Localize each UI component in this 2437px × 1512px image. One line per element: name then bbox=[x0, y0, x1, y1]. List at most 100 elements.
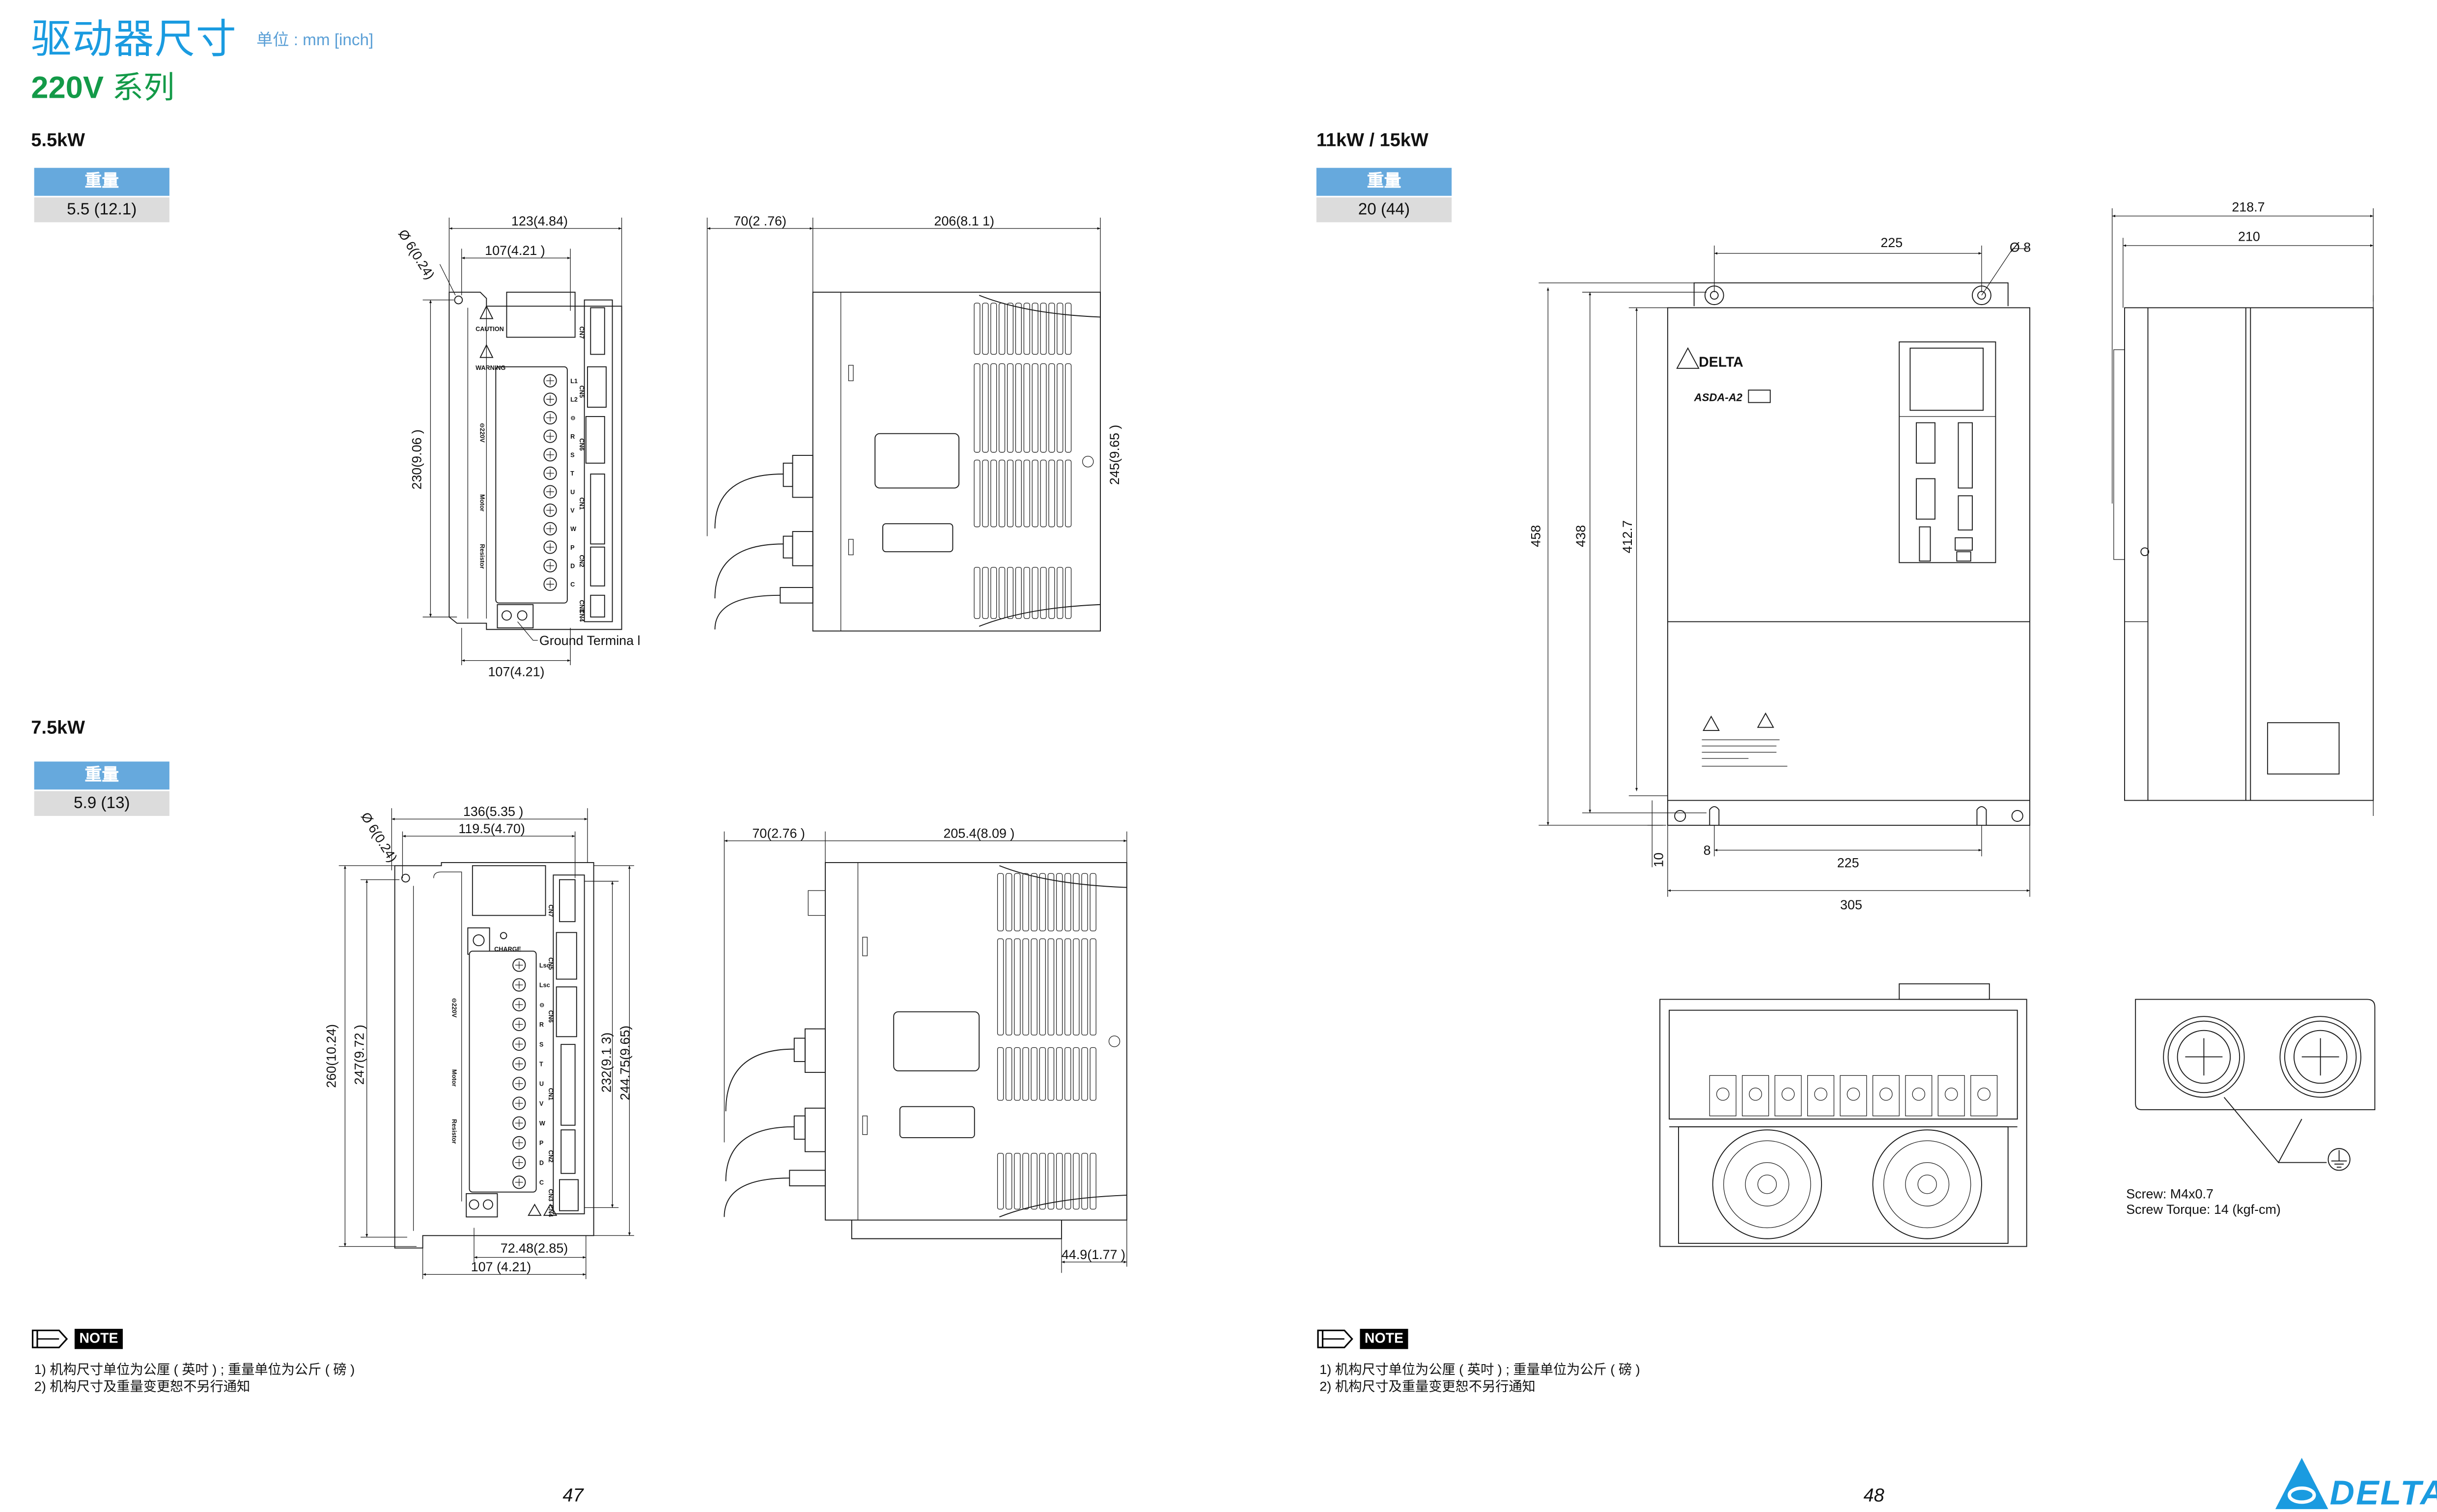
vent-slot bbox=[1048, 567, 1055, 619]
cooling-fan bbox=[1872, 1129, 1982, 1239]
power-terminal bbox=[1905, 1075, 1933, 1117]
vent-slot bbox=[1065, 459, 1072, 528]
screw-cross bbox=[546, 414, 554, 422]
terminal-screw bbox=[512, 1057, 526, 1071]
screw-cross bbox=[515, 1020, 523, 1029]
vent-slot bbox=[1014, 1152, 1021, 1210]
dim-hole-pitch-top: 225 bbox=[1880, 235, 1903, 250]
power-terminal bbox=[1709, 1075, 1737, 1117]
weight-table-11-15kw: 重量 20 (44) bbox=[1316, 168, 1452, 223]
screw-cross bbox=[515, 1139, 523, 1147]
dim-depth: 205.4(8.09 ) bbox=[943, 826, 1014, 840]
connector-label: CN1 bbox=[578, 497, 585, 509]
dim-height-body: 244.75(9.65) bbox=[617, 1026, 632, 1100]
vent-slot bbox=[1031, 1047, 1037, 1101]
connector-label: CN5 bbox=[547, 957, 554, 970]
terminal-label: C bbox=[539, 1179, 544, 1186]
note-label: NOTE bbox=[74, 1329, 123, 1349]
vent-slot bbox=[1040, 303, 1047, 355]
side-view-5-5kw: 70(2 .76) 206(8.1 1) 245(9.65 ) bbox=[706, 214, 1122, 632]
screw-cross bbox=[546, 561, 554, 570]
pencil-icon bbox=[31, 1329, 68, 1348]
vent-slot bbox=[997, 873, 1004, 931]
vent-slot bbox=[997, 1152, 1004, 1210]
terminal-label: ⊖ bbox=[570, 415, 576, 421]
terminal-screw bbox=[543, 577, 557, 591]
terminal-screw bbox=[512, 998, 526, 1011]
weight-value: 20 (44) bbox=[1316, 197, 1452, 223]
vent-slot bbox=[1022, 873, 1029, 931]
label-window bbox=[2267, 722, 2340, 775]
series-suffix: 系列 bbox=[104, 71, 175, 106]
vent-slot bbox=[1014, 938, 1021, 1036]
vent-slot bbox=[1047, 873, 1055, 931]
terminal-screw bbox=[543, 466, 557, 480]
vent-slot bbox=[982, 567, 989, 619]
ground-icon bbox=[2327, 1148, 2351, 1171]
note-label: NOTE bbox=[1360, 1329, 1408, 1349]
weight-value: 5.5 (12.1) bbox=[34, 197, 169, 223]
terminal-label: W bbox=[539, 1120, 545, 1127]
screw-cross bbox=[515, 1001, 523, 1009]
vent-slot bbox=[1056, 1152, 1063, 1210]
connector-label: CN7 bbox=[578, 326, 585, 338]
cables bbox=[724, 1028, 826, 1217]
dim-height-body: 412.7 bbox=[1620, 520, 1635, 553]
terminal-label: T bbox=[570, 470, 574, 477]
side-view-11-15kw: 218.7 210 bbox=[2112, 199, 2374, 816]
vent-slot bbox=[1022, 938, 1029, 1036]
vent-slot bbox=[1022, 1152, 1029, 1210]
delta-triangle-icon bbox=[2275, 1457, 2328, 1510]
terminal-group-label: Motor bbox=[479, 494, 486, 511]
screw-cross bbox=[546, 543, 554, 551]
vent-slot bbox=[1073, 938, 1080, 1036]
terminal-label: C bbox=[570, 581, 575, 588]
dim-hole: Ø 6(0.24) bbox=[395, 227, 438, 282]
vent-slot bbox=[990, 303, 997, 355]
power-terminal bbox=[1774, 1075, 1802, 1117]
terminal-screw bbox=[543, 392, 557, 406]
terminal-screw bbox=[512, 1155, 526, 1170]
dim-offset: 72.48(2.85) bbox=[501, 1241, 568, 1256]
terminal-screw bbox=[543, 540, 557, 554]
note-line-1: 1) 机构尺寸单位为公厘 ( 英吋 ) ; 重量单位为公斤 ( 磅 ) bbox=[1319, 1361, 1640, 1377]
model-title-7-5kw: 7.5kW bbox=[31, 716, 85, 738]
dim-depth-total: 218.7 bbox=[2232, 199, 2265, 214]
series-title: 220V 系列 bbox=[31, 62, 174, 108]
vent-slot bbox=[982, 363, 989, 453]
terminal-label: Lsc bbox=[539, 982, 550, 989]
vent-slot bbox=[1015, 459, 1022, 528]
vent-slot bbox=[1039, 873, 1046, 931]
vent-slot bbox=[999, 567, 1006, 619]
dim-depth-cable: 70(2.76 ) bbox=[752, 826, 805, 840]
series-front-label: ASDA-A2 bbox=[1694, 391, 1743, 403]
terminal-label: S bbox=[570, 452, 574, 459]
dim-height-total: 260(10.24) bbox=[324, 1024, 338, 1088]
note-badge-right: NOTE bbox=[1317, 1329, 1408, 1349]
vent-slot bbox=[1007, 459, 1014, 528]
terminal-label: T bbox=[539, 1061, 543, 1067]
vent-slot bbox=[1007, 303, 1014, 355]
vent-slot bbox=[1014, 1047, 1021, 1101]
terminal-screw bbox=[1944, 1088, 1958, 1101]
vent-slot bbox=[1090, 1152, 1096, 1210]
side-view-7-5kw: 70(2.76 ) 205.4(8.09 ) 44.9(1.77 ) bbox=[724, 826, 1127, 1273]
vent-slot bbox=[990, 567, 997, 619]
page-number-left: 47 bbox=[562, 1484, 584, 1506]
brand-name: DELTA bbox=[2329, 1473, 2437, 1512]
terminal-screw bbox=[512, 1136, 526, 1150]
vent-slot bbox=[974, 459, 980, 528]
caution-label: CAUTION bbox=[476, 326, 504, 333]
dim-height-inner: 232(9.1 3) bbox=[599, 1033, 614, 1093]
vent-slot bbox=[1040, 363, 1047, 453]
vent-slot bbox=[1040, 567, 1047, 619]
model-title-5-5kw: 5.5kW bbox=[31, 129, 85, 151]
note-line-1: 1) 机构尺寸单位为公厘 ( 英吋 ) ; 重量单位为公斤 ( 磅 ) bbox=[34, 1361, 355, 1377]
vent-slot bbox=[1057, 567, 1064, 619]
vent-slot bbox=[999, 303, 1006, 355]
screw-cross bbox=[515, 1060, 523, 1068]
screw-cross bbox=[515, 1040, 523, 1048]
mount-hole bbox=[454, 295, 463, 305]
vent-slot bbox=[974, 567, 980, 619]
